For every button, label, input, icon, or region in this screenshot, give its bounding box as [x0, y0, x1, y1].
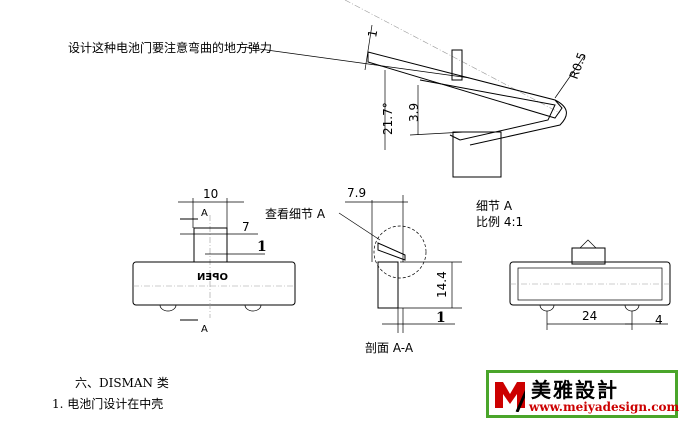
detail-label-title: 细节 A [476, 199, 513, 213]
section-mark-top: A [201, 208, 208, 219]
detail-label-scale: 比例 4:1 [476, 215, 523, 229]
logo-m-icon [495, 382, 525, 412]
dim-span-24: 24 [582, 309, 597, 323]
section-heading: 六、DISMAN 类 [75, 376, 169, 390]
section-mark-bottom: A [201, 324, 208, 335]
dim-height-3-9: 3.9 [407, 103, 421, 122]
section-caption: 剖面 A-A [365, 341, 414, 355]
rear-view-drawing [509, 239, 671, 330]
dim-radius: R0.5 [567, 50, 590, 81]
dim-step-1: 1 [257, 239, 267, 255]
dim-foot-4: 4 [655, 313, 663, 327]
meiya-logo[interactable]: 美雅設計 www.meiyadesign.com [486, 370, 680, 418]
logo-name: 美雅設計 [531, 378, 619, 402]
dim-offset-7-9: 7.9 [347, 186, 366, 200]
annotation-leader [244, 46, 471, 79]
detail-a-drawing [344, 0, 586, 178]
open-label: OPEN [197, 272, 228, 283]
list-item: 1. 电池门设计在中壳 [52, 397, 164, 411]
dim-bottom-1: 1 [436, 310, 446, 326]
dim-thickness: 1 [365, 29, 380, 39]
dim-inner-7: 7 [242, 220, 250, 234]
dim-width-10: 10 [203, 187, 218, 201]
section-view-drawing [338, 195, 462, 333]
annotation-text: 设计这种电池门要注意弯曲的地方弹力 [68, 40, 272, 55]
dim-angle: 21.7° [381, 102, 395, 135]
front-view-drawing [132, 198, 296, 321]
dim-height-14-4: 14.4 [435, 271, 449, 298]
detail-callout: 查看细节 A [265, 207, 326, 221]
logo-url: www.meiyadesign.com [529, 400, 680, 414]
